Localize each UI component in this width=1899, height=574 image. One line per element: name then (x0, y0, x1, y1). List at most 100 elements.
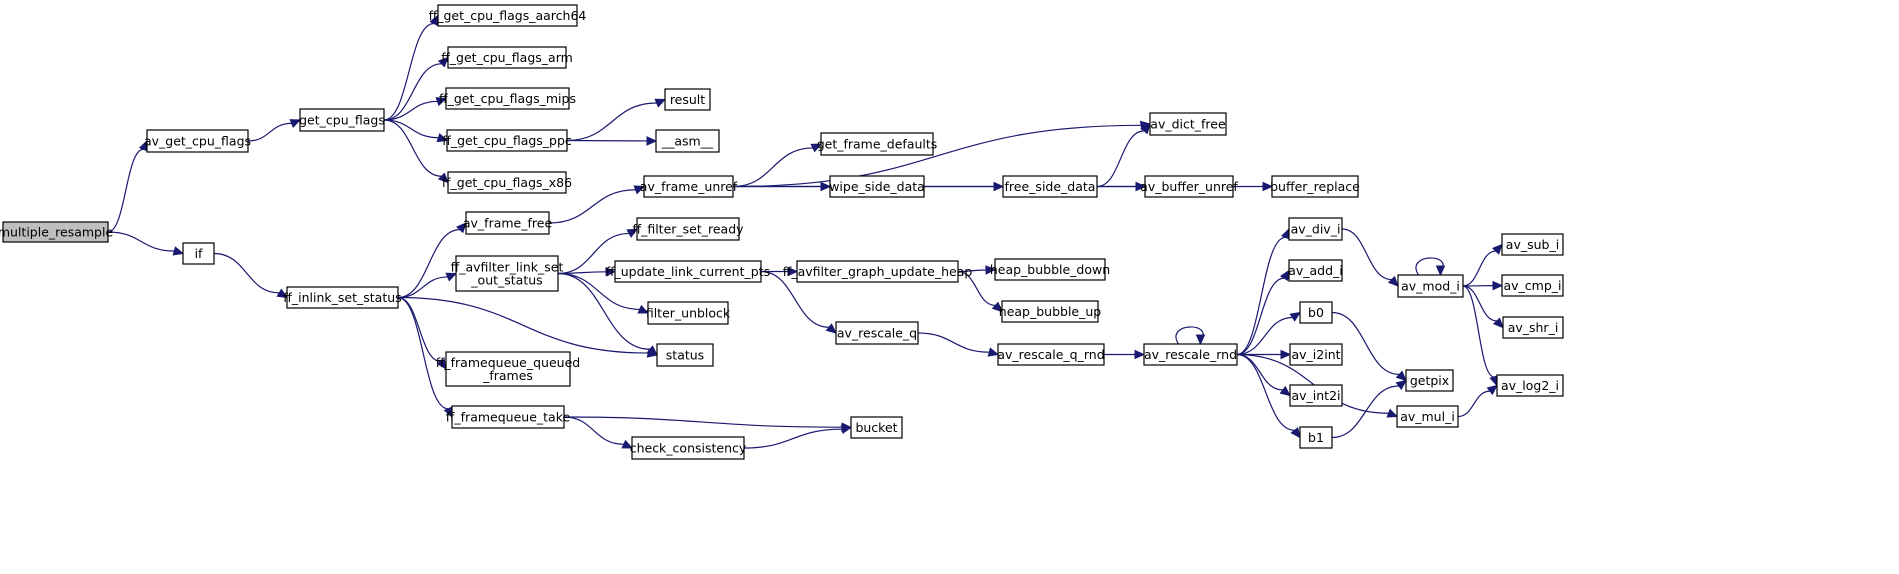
edge-av_mod_i-to-av_cmp_i (1462, 280, 1504, 291)
node-box (664, 88, 711, 111)
node-ff_framequeue_queued_frames[interactable]: ff_framequeue_queued_frames (436, 351, 580, 387)
node-label: result (670, 92, 705, 107)
edge-ff_avfilter_graph_update_heap-to-heap_bubble_up (957, 270, 1003, 313)
node-box (655, 129, 720, 153)
edge-wipe_side_data-to-free_side_data (924, 181, 1005, 192)
node-ff_avfilter_graph_update_heap[interactable]: ff_avfilter_graph_update_heap (783, 260, 973, 283)
edge-av_buffer_unref-to-buffer_replace (1233, 181, 1274, 192)
node-av_rescale_q[interactable]: av_rescale_q (835, 321, 919, 345)
node-ff_framequeue_take[interactable]: ff_framequeue_take (446, 405, 571, 429)
node-box (437, 4, 578, 27)
node-bucket[interactable]: bucket (850, 416, 903, 439)
node-box (835, 321, 919, 345)
edge-ff_avfilter_link_set_out_status-to-ff_filter_set_ready (557, 228, 639, 275)
node-if[interactable]: if (182, 242, 215, 265)
node-label: bucket (855, 420, 897, 435)
node-label: av_get_cpu_flags (144, 134, 251, 149)
node-av_add_i[interactable]: av_add_i (1288, 259, 1343, 282)
node-av_div_i[interactable]: av_div_i (1288, 217, 1343, 241)
node-label: ff_avfilter_graph_update_heap (783, 264, 973, 279)
node-av_sub_i[interactable]: av_sub_i (1501, 233, 1564, 256)
node-av_i2int[interactable]: av_i2int (1289, 343, 1343, 366)
edge-ff_inlink_set_status-to-av_frame_free (397, 222, 467, 299)
node-heap_bubble_up[interactable]: heap_bubble_up (999, 300, 1102, 323)
node-av_shr_i[interactable]: av_shr_i (1502, 316, 1564, 339)
node-box (1501, 233, 1564, 256)
edge-av_rescale_rnd-to-av_rescale_rnd (1175, 326, 1206, 346)
node-status[interactable]: status (656, 343, 714, 367)
node-ff_get_cpu_flags_aarch64[interactable]: ff_get_cpu_flags_aarch64 (429, 4, 587, 27)
node-b0[interactable]: b0 (1299, 301, 1333, 324)
node-get_cpu_flags[interactable]: get_cpu_flags (299, 108, 385, 132)
node-box (636, 217, 740, 241)
node-label: heap_bubble_down (990, 262, 1110, 277)
node-__asm__[interactable]: __asm__ (655, 129, 720, 153)
node-av_cmp_i[interactable]: av_cmp_i (1501, 274, 1564, 297)
node-av_log2_i[interactable]: av_log2_i (1496, 374, 1564, 397)
node-ff_filter_set_ready[interactable]: ff_filter_set_ready (632, 217, 744, 241)
node-free_side_data[interactable]: free_side_data (1002, 175, 1098, 198)
node-box (1299, 426, 1333, 449)
node-label: av_div_i (1291, 222, 1341, 237)
node-box (1289, 343, 1343, 366)
node-ff_avfilter_link_set_out_status[interactable]: ff_avfilter_link_set_out_status (451, 255, 564, 292)
node-get_frame_defaults[interactable]: get_frame_defaults (817, 132, 938, 156)
node-multiple_resample[interactable]: multiple_resample (0, 221, 113, 243)
node-label: ff_get_cpu_flags_ppc (442, 133, 572, 148)
node-av_rescale_q_rnd[interactable]: av_rescale_q_rnd (997, 343, 1105, 366)
node-av_get_cpu_flags[interactable]: av_get_cpu_flags (144, 129, 251, 153)
node-ff_get_cpu_flags_x86[interactable]: ff_get_cpu_flags_x86 (442, 171, 572, 194)
edge-b1-to-getpix (1331, 379, 1407, 439)
edge-check_consistency-to-bucket (743, 424, 853, 449)
node-av_frame_unref[interactable]: av_frame_unref (640, 175, 738, 198)
node-ff_get_cpu_flags_ppc[interactable]: ff_get_cpu_flags_ppc (442, 129, 572, 152)
node-av_dict_free[interactable]: av_dict_free (1149, 112, 1227, 136)
node-box (1143, 343, 1238, 366)
node-av_rescale_rnd[interactable]: av_rescale_rnd (1143, 343, 1238, 366)
node-box (299, 108, 385, 132)
edge-ff_inlink_set_status-to-status (397, 296, 659, 358)
node-ff_inlink_set_status[interactable]: ff_inlink_set_status (283, 286, 402, 309)
node-label: av_dict_free (1150, 117, 1226, 132)
node-label: free_side_data (1005, 179, 1096, 194)
edge-av_rescale_q-to-av_rescale_q_rnd (917, 332, 1000, 357)
edge-av_rescale_rnd-to-av_add_i (1236, 269, 1290, 356)
node-label: if (195, 246, 203, 261)
node-box (643, 175, 734, 198)
node-ff_get_cpu_flags_arm[interactable]: ff_get_cpu_flags_arm (441, 46, 573, 69)
node-label: b1 (1308, 430, 1324, 445)
node-label: ff_get_cpu_flags_x86 (442, 175, 572, 190)
node-label: ff_get_cpu_flags_arm (441, 50, 573, 65)
edges-layer (107, 14, 1504, 449)
node-label: av_mul_i (1400, 409, 1455, 424)
node-result[interactable]: result (664, 88, 711, 111)
node-av_mul_i[interactable]: av_mul_i (1396, 405, 1459, 428)
node-wipe_side_data[interactable]: wipe_side_data (829, 175, 925, 198)
edge-av_mod_i-to-av_shr_i (1462, 285, 1504, 329)
node-heap_bubble_down[interactable]: heap_bubble_down (990, 258, 1110, 281)
node-ff_update_link_current_pts[interactable]: ff_update_link_current_pts (606, 260, 770, 283)
edge-av_rescale_rnd-to-b0 (1236, 311, 1302, 356)
node-label: av_log2_i (1501, 378, 1559, 393)
node-label: heap_bubble_up (999, 304, 1102, 319)
node-filter_unblock[interactable]: filter_unblock (646, 301, 731, 325)
node-av_int2i[interactable]: av_int2i (1289, 384, 1343, 407)
node-label: ff_inlink_set_status (283, 290, 401, 305)
node-av_mod_i[interactable]: av_mod_i (1397, 274, 1464, 298)
node-box (1502, 316, 1564, 339)
node-buffer_replace[interactable]: buffer_replace (1270, 175, 1360, 198)
node-b1[interactable]: b1 (1299, 426, 1333, 449)
node-box (1001, 300, 1099, 323)
node-box (1496, 374, 1564, 397)
node-label: ff_framequeue_take (446, 410, 571, 425)
node-box (614, 260, 762, 283)
node-label: ff_get_cpu_flags_mips (439, 91, 576, 106)
node-check_consistency[interactable]: check_consistency (630, 436, 747, 460)
node-av_buffer_unref[interactable]: av_buffer_unref (1140, 175, 1238, 198)
node-box (647, 301, 729, 325)
node-av_frame_free[interactable]: av_frame_free (463, 211, 553, 235)
node-label: ff_update_link_current_pts (606, 264, 770, 279)
node-ff_get_cpu_flags_mips[interactable]: ff_get_cpu_flags_mips (439, 87, 576, 110)
node-getpix[interactable]: getpix (1405, 369, 1454, 392)
edge-av_frame_unref-to-get_frame_defaults (732, 143, 823, 188)
